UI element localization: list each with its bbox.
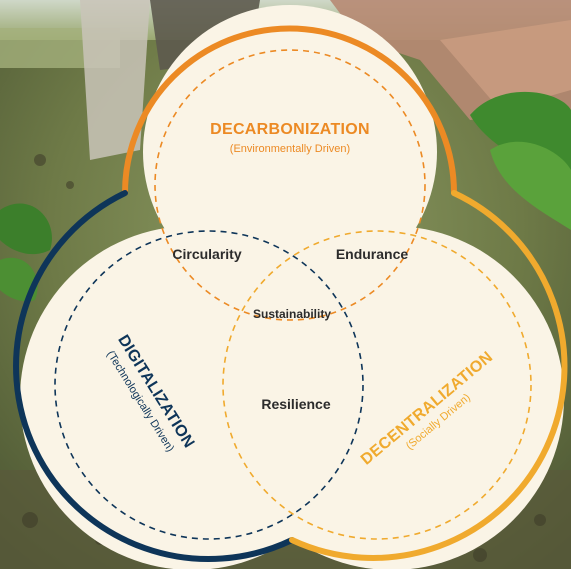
decarbonization-outer-arc (122, 25, 457, 196)
digitalization-outer-arc (12, 190, 295, 562)
outer-arcs (12, 25, 568, 562)
resilience-label: Resilience (261, 396, 330, 412)
decentralization-dashed-circle (222, 230, 532, 540)
venn-backdrop (20, 5, 564, 569)
decarbonization-subtitle: (Environmentally Driven) (230, 143, 350, 155)
sustainability-label: Sustainability (253, 307, 331, 321)
dashed-circles (54, 49, 532, 540)
decarbonization-title: DECARBONIZATION (210, 121, 370, 138)
digitalization-dashed-circle (54, 230, 364, 540)
decarbonization-dashed-circle (154, 49, 426, 321)
endurance-label: Endurance (336, 246, 409, 262)
decentralization-outer-arc (289, 190, 568, 561)
circularity-label: Circularity (172, 246, 241, 262)
